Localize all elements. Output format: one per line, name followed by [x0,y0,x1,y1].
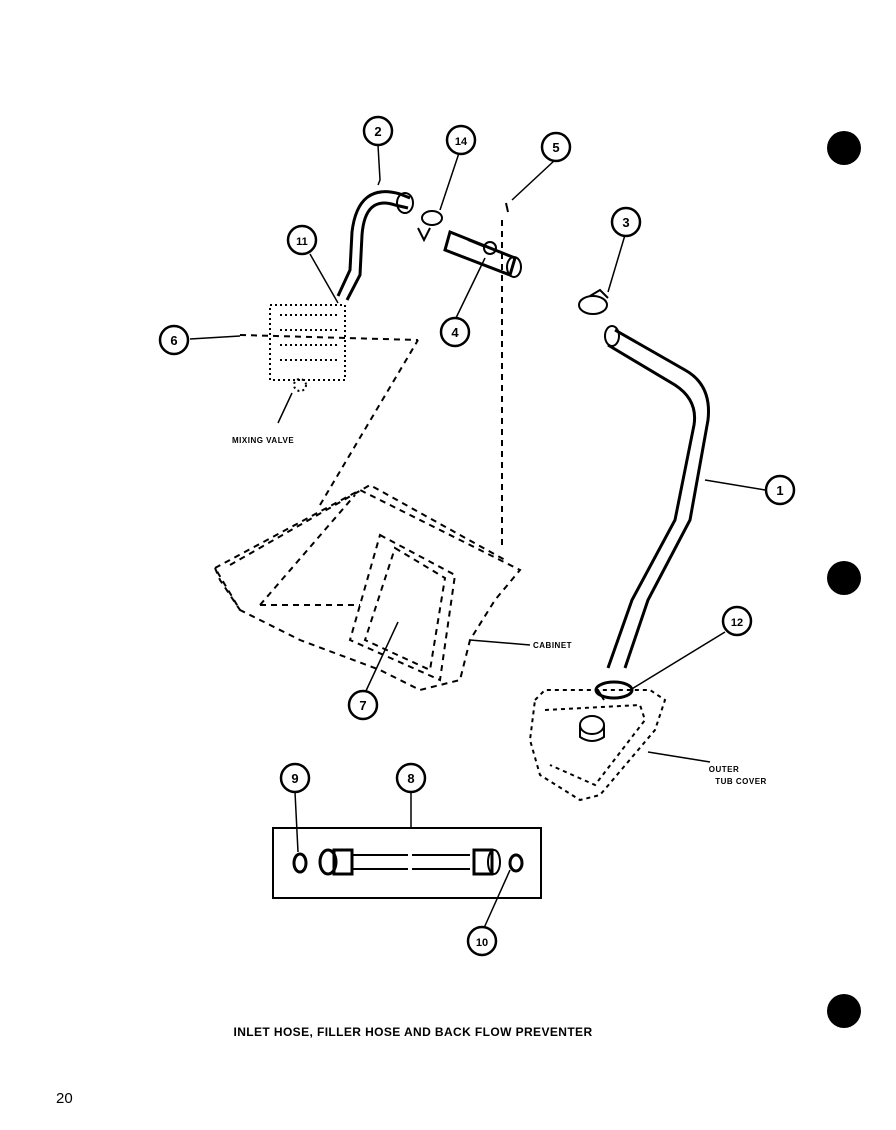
callout-11: 11 [296,236,308,248]
inlet-hose-assembly-8 [318,848,501,876]
callouts [158,115,796,957]
mixing-valve [269,304,346,392]
callout-1: 1 [776,483,783,498]
washer-9 [292,852,308,874]
label-outer: OUTER [709,765,740,774]
callout-14: 14 [455,136,468,148]
punch-hole-top [827,131,861,165]
backflow-preventer-4 [443,229,522,278]
callout-2: 2 [374,124,381,139]
hose-assembly-box [272,827,542,899]
callout-9: 9 [291,771,298,786]
page-number: 20 [56,1090,73,1107]
callout-7: 7 [359,698,366,713]
inlet-hose-1 [614,328,711,669]
callout-3: 3 [622,215,629,230]
callout-4: 4 [451,325,459,340]
callout-6: 6 [170,333,177,348]
outer-tub-cover [528,689,667,802]
label-cabinet: CABINET [533,641,572,650]
clamp-3 [578,288,609,315]
callout-12: 12 [731,617,743,629]
filler-hose-2 [345,201,409,301]
label-tub-cover: TUB COVER [715,777,767,786]
cabinet-outline [213,220,522,692]
diagram-title: INLET HOSE, FILLER HOSE AND BACK FLOW PR… [233,1025,593,1039]
punch-hole-bottom [827,994,861,1028]
washer-10 [508,853,524,873]
clamp-14 [417,210,443,243]
screw-5 [505,202,509,213]
callout-8: 8 [407,771,414,786]
callout-10: 10 [476,937,488,949]
punch-hole-middle [827,561,861,595]
callout-5: 5 [552,140,559,155]
leader-lines [189,144,766,929]
label-mixing-valve: MIXING VALVE [232,436,294,445]
